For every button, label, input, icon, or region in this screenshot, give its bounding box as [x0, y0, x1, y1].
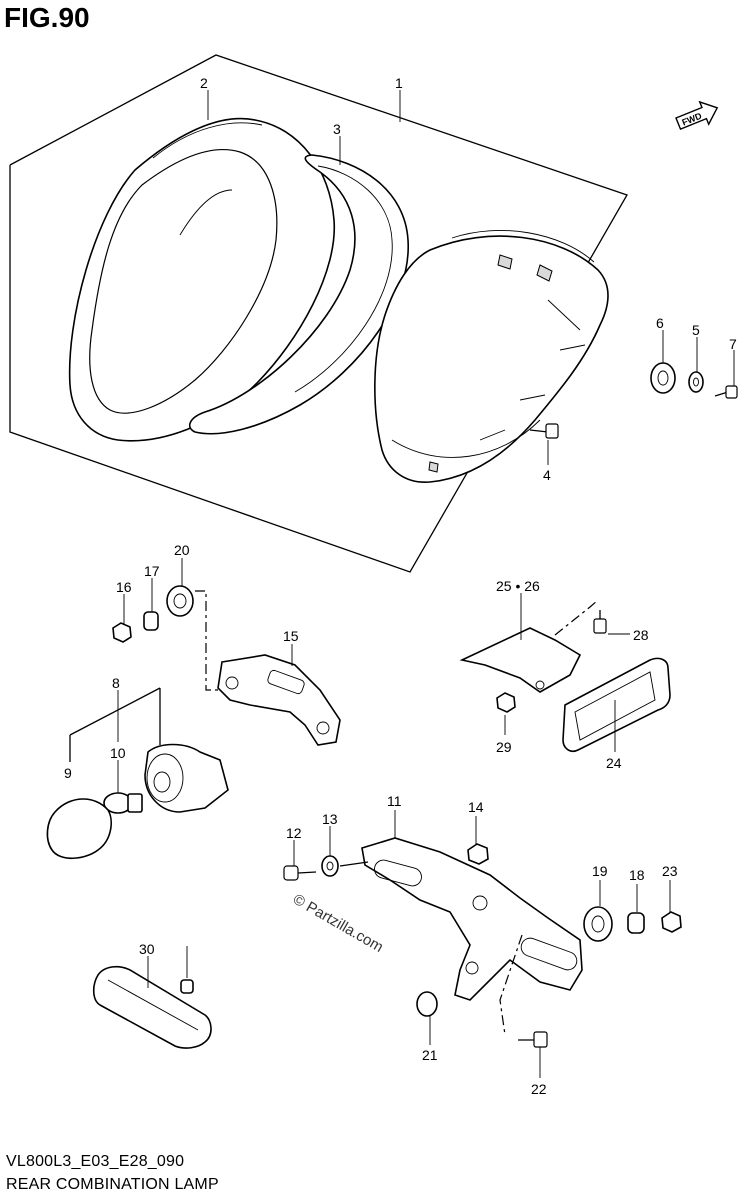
callout-23: 23 — [662, 863, 678, 879]
part-13-washer[interactable] — [321, 855, 339, 877]
figure-title: FIG.90 — [4, 2, 90, 33]
callout-10: 10 — [110, 745, 126, 761]
part-21-collar[interactable] — [416, 991, 438, 1017]
part-28-nut[interactable] — [496, 692, 516, 713]
part-22-screw[interactable] — [518, 1031, 548, 1048]
callout-9: 9 — [64, 765, 72, 781]
callout-29: 30 — [139, 941, 155, 957]
callout-16: 16 — [116, 579, 132, 595]
callout-1: 1 — [395, 75, 403, 91]
part-12-screw[interactable] — [283, 865, 317, 881]
callout-18: 18 — [629, 867, 645, 883]
part-25-26-bracket[interactable] — [459, 627, 582, 693]
callout-14: 14 — [468, 799, 484, 815]
callout-11: 11 — [387, 793, 402, 809]
callout-4: 4 — [543, 467, 551, 483]
figure-caption: REAR COMBINATION LAMP — [6, 1176, 219, 1193]
part-29-reflector[interactable] — [92, 965, 212, 1049]
part-16-nut[interactable] — [112, 622, 132, 643]
part-23-nut[interactable] — [661, 911, 682, 933]
part-9-signal-lens[interactable] — [46, 798, 112, 860]
callout-6: 6 — [656, 315, 664, 331]
part-2-lens-frame[interactable] — [68, 117, 336, 442]
part-19-grommet[interactable] — [583, 906, 613, 942]
part-24-reflector[interactable] — [562, 657, 671, 753]
part-11-license-bracket[interactable] — [361, 837, 583, 1001]
fwd-arrow-icon: FWD — [675, 100, 719, 131]
part-8-socket[interactable] — [144, 743, 229, 813]
part-27-screw[interactable] — [593, 610, 607, 634]
callout-19: 19 — [592, 863, 608, 879]
part-5-washer[interactable] — [688, 371, 704, 393]
part-1-lamp-housing[interactable] — [374, 229, 609, 483]
part-7-screw[interactable] — [714, 385, 738, 399]
watermark: © Partzilla.com — [290, 891, 386, 956]
callout-17: 17 — [144, 563, 160, 579]
callout-20: 20 — [174, 542, 190, 558]
callout-27: 28 — [633, 627, 649, 643]
callout-12: 12 — [286, 825, 302, 841]
callout-15: 15 — [283, 628, 299, 644]
callout-25-26: 25 • 26 — [496, 578, 540, 594]
callout-3: 3 — [333, 121, 341, 137]
callout-7: 7 — [729, 336, 737, 352]
callout-24: 24 — [606, 755, 622, 771]
callout-13: 13 — [322, 811, 338, 827]
part-6-grommet[interactable] — [650, 362, 676, 394]
part-17-collar[interactable] — [143, 611, 159, 631]
part-20-grommet[interactable] — [166, 585, 194, 617]
part-3-gasket[interactable] — [188, 154, 409, 435]
callout-28: 29 — [496, 739, 512, 755]
callout-labels: 2 1 3 4 6 5 7 16 17 20 15 8 10 9 25 • 26… — [64, 75, 737, 1097]
callout-5: 5 — [692, 322, 700, 338]
part-15-bracket[interactable] — [217, 654, 341, 746]
leader-lines — [117, 90, 735, 1078]
part-18-collar[interactable] — [627, 912, 645, 934]
part-14-nut[interactable] — [467, 843, 489, 865]
figure-code: VL800L3_E03_E28_090 — [6, 1153, 185, 1170]
part-10-bulb[interactable] — [103, 792, 143, 814]
callout-2: 2 — [200, 75, 208, 91]
callout-22: 22 — [531, 1081, 547, 1097]
callout-21: 21 — [422, 1047, 438, 1063]
part-4-screw[interactable] — [529, 423, 559, 439]
part-30-nut[interactable] — [180, 979, 194, 994]
callout-8: 8 — [112, 675, 120, 691]
